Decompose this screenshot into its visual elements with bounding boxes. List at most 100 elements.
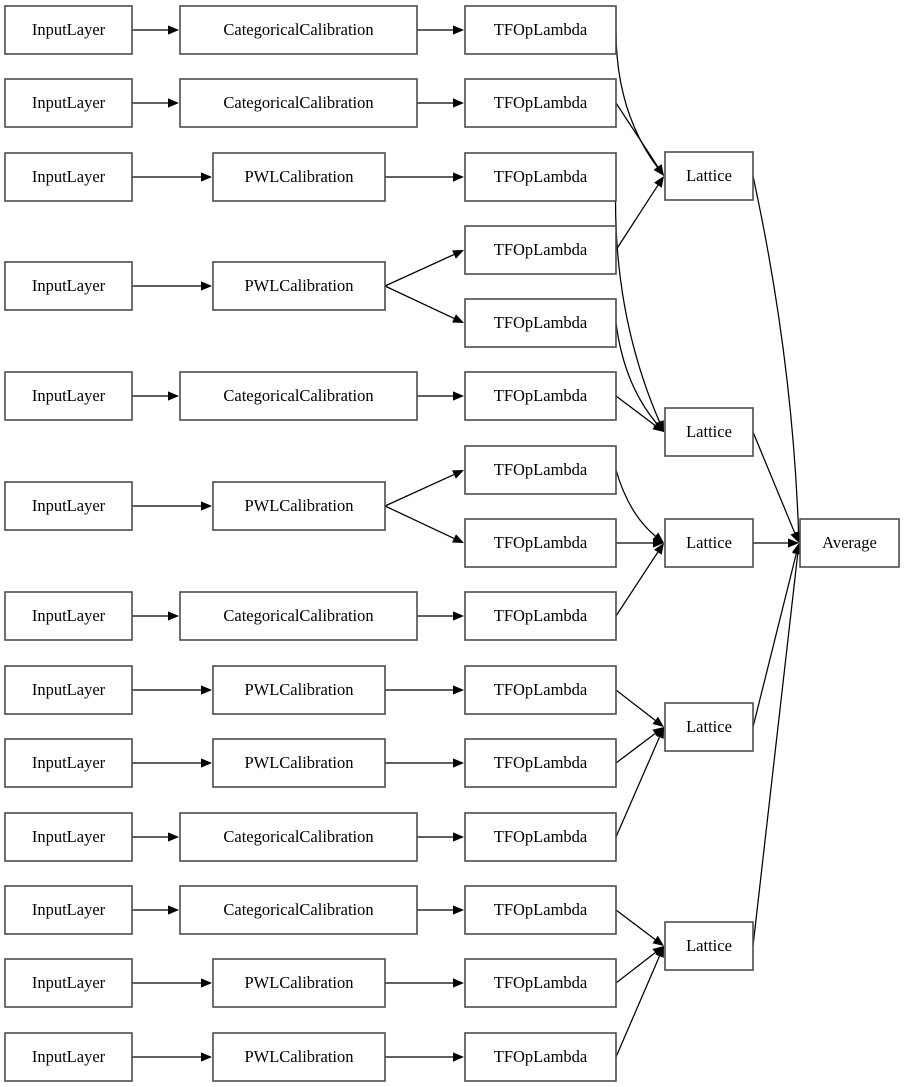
node-pwlcalibration[interactable]: PWLCalibration — [212, 665, 386, 715]
node-lattice[interactable]: Lattice — [664, 407, 754, 457]
node-categorical-calibration[interactable]: CategoricalCalibration — [179, 885, 418, 935]
node-box[interactable] — [4, 738, 133, 788]
arrow-head-icon — [168, 611, 179, 621]
node-pwlcalibration[interactable]: PWLCalibration — [212, 152, 386, 202]
node-input-layer[interactable]: InputLayer — [4, 1032, 133, 1082]
node-box[interactable] — [464, 298, 617, 348]
node-input-layer[interactable]: InputLayer — [4, 152, 133, 202]
node-lattice[interactable]: Lattice — [664, 151, 754, 201]
node-pwlcalibration[interactable]: PWLCalibration — [212, 1032, 386, 1082]
node-tfop-lambda[interactable]: TFOpLambda — [464, 958, 617, 1008]
node-box[interactable] — [799, 518, 900, 568]
node-box[interactable] — [212, 1032, 386, 1082]
node-categorical-calibration[interactable]: CategoricalCalibration — [179, 371, 418, 421]
node-box[interactable] — [179, 591, 418, 641]
node-lattice[interactable]: Lattice — [664, 702, 754, 752]
node-input-layer[interactable]: InputLayer — [4, 812, 133, 862]
node-input-layer[interactable]: InputLayer — [4, 481, 133, 531]
arrow-head-icon — [453, 1052, 464, 1062]
node-box[interactable] — [212, 261, 386, 311]
node-input-layer[interactable]: InputLayer — [4, 5, 133, 55]
node-box[interactable] — [4, 481, 133, 531]
edge-input-layer-to-categorical-calibration — [132, 391, 179, 401]
node-box[interactable] — [212, 152, 386, 202]
node-box[interactable] — [464, 78, 617, 128]
node-box[interactable] — [4, 958, 133, 1008]
node-box[interactable] — [664, 702, 754, 752]
node-box[interactable] — [4, 885, 133, 935]
node-categorical-calibration[interactable]: CategoricalCalibration — [179, 78, 418, 128]
node-box[interactable] — [464, 738, 617, 788]
node-box[interactable] — [179, 78, 418, 128]
node-pwlcalibration[interactable]: PWLCalibration — [212, 738, 386, 788]
node-box[interactable] — [464, 958, 617, 1008]
node-input-layer[interactable]: InputLayer — [4, 591, 133, 641]
node-box[interactable] — [464, 591, 617, 641]
node-tfop-lambda[interactable]: TFOpLambda — [464, 371, 617, 421]
node-box[interactable] — [464, 152, 617, 202]
node-box[interactable] — [464, 885, 617, 935]
node-input-layer[interactable]: InputLayer — [4, 78, 133, 128]
node-pwlcalibration[interactable]: PWLCalibration — [212, 958, 386, 1008]
node-pwlcalibration[interactable]: PWLCalibration — [212, 481, 386, 531]
node-box[interactable] — [4, 812, 133, 862]
node-box[interactable] — [212, 958, 386, 1008]
node-box[interactable] — [4, 591, 133, 641]
node-box[interactable] — [464, 225, 617, 275]
node-input-layer[interactable]: InputLayer — [4, 885, 133, 935]
node-box[interactable] — [664, 407, 754, 457]
node-pwlcalibration[interactable]: PWLCalibration — [212, 261, 386, 311]
node-box[interactable] — [4, 261, 133, 311]
node-box[interactable] — [464, 371, 617, 421]
node-input-layer[interactable]: InputLayer — [4, 371, 133, 421]
node-tfop-lambda[interactable]: TFOpLambda — [464, 5, 617, 55]
node-tfop-lambda[interactable]: TFOpLambda — [464, 591, 617, 641]
node-box[interactable] — [664, 151, 754, 201]
node-box[interactable] — [212, 738, 386, 788]
node-categorical-calibration[interactable]: CategoricalCalibration — [179, 5, 418, 55]
node-box[interactable] — [212, 481, 386, 531]
node-tfop-lambda[interactable]: TFOpLambda — [464, 152, 617, 202]
node-categorical-calibration[interactable]: CategoricalCalibration — [179, 812, 418, 862]
node-tfop-lambda[interactable]: TFOpLambda — [464, 885, 617, 935]
node-tfop-lambda[interactable]: TFOpLambda — [464, 298, 617, 348]
node-lattice[interactable]: Lattice — [664, 921, 754, 971]
node-box[interactable] — [179, 885, 418, 935]
node-input-layer[interactable]: InputLayer — [4, 261, 133, 311]
node-box[interactable] — [4, 665, 133, 715]
node-box[interactable] — [179, 812, 418, 862]
node-box[interactable] — [664, 921, 754, 971]
node-input-layer[interactable]: InputLayer — [4, 738, 133, 788]
node-tfop-lambda[interactable]: TFOpLambda — [464, 738, 617, 788]
node-input-layer[interactable]: InputLayer — [4, 958, 133, 1008]
node-box[interactable] — [179, 5, 418, 55]
node-box[interactable] — [464, 1032, 617, 1082]
node-box[interactable] — [4, 371, 133, 421]
node-tfop-lambda[interactable]: TFOpLambda — [464, 1032, 617, 1082]
node-box[interactable] — [4, 5, 133, 55]
node-tfop-lambda[interactable]: TFOpLambda — [464, 445, 617, 495]
arrow-head-icon — [168, 98, 179, 108]
node-box[interactable] — [4, 152, 133, 202]
node-box[interactable] — [4, 78, 133, 128]
node-box[interactable] — [464, 812, 617, 862]
node-box[interactable] — [464, 5, 617, 55]
node-tfop-lambda[interactable]: TFOpLambda — [464, 78, 617, 128]
node-box[interactable] — [212, 665, 386, 715]
node-input-layer[interactable]: InputLayer — [4, 665, 133, 715]
node-box[interactable] — [664, 518, 754, 568]
node-tfop-lambda[interactable]: TFOpLambda — [464, 225, 617, 275]
node-lattice[interactable]: Lattice — [664, 518, 754, 568]
node-tfop-lambda[interactable]: TFOpLambda — [464, 812, 617, 862]
node-box[interactable] — [464, 445, 617, 495]
node-categorical-calibration[interactable]: CategoricalCalibration — [179, 591, 418, 641]
node-tfop-lambda[interactable]: TFOpLambda — [464, 518, 617, 568]
node-box[interactable] — [464, 518, 617, 568]
node-box[interactable] — [464, 665, 617, 715]
node-average[interactable]: Average — [799, 518, 900, 568]
node-box[interactable] — [179, 371, 418, 421]
edge-tfop-lambda-to-lattice — [615, 946, 664, 984]
node-box[interactable] — [4, 1032, 133, 1082]
node-tfop-lambda[interactable]: TFOpLambda — [464, 665, 617, 715]
